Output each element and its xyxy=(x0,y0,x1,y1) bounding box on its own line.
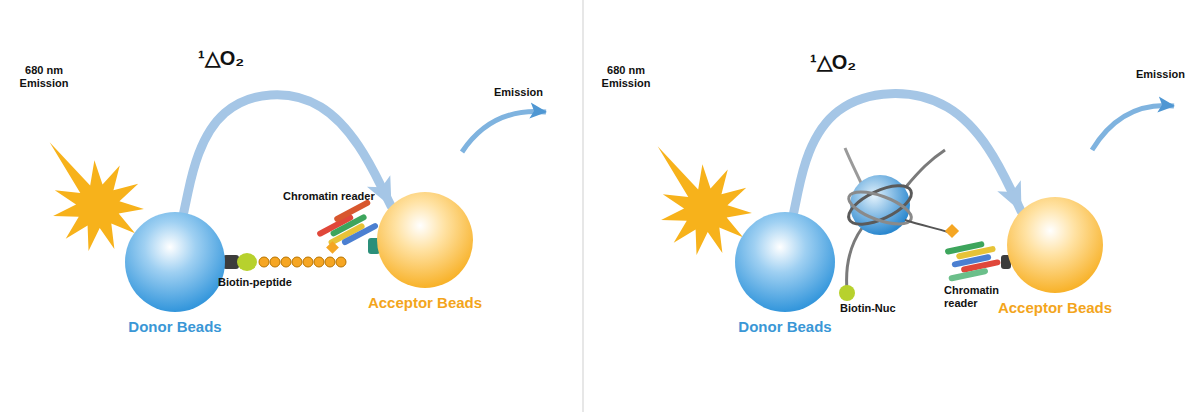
donor-bead: Donor Beads xyxy=(125,212,225,312)
singlet-oxygen-arrow xyxy=(794,94,1021,213)
emission-arrow xyxy=(1092,106,1174,150)
helix xyxy=(948,268,988,282)
dna-strand xyxy=(905,150,945,188)
peptide-residue xyxy=(336,257,346,267)
helix xyxy=(333,199,371,223)
bead-label: Donor Beads xyxy=(128,318,221,335)
dna-wrap xyxy=(845,185,915,230)
light-burst xyxy=(50,142,144,251)
bead-label: Acceptor Beads xyxy=(368,294,482,311)
peptide-residue xyxy=(314,257,324,267)
biotin xyxy=(839,285,855,301)
acceptor-bead: Acceptor Beads xyxy=(1007,197,1103,293)
edge-label: ¹△O₂ xyxy=(196,46,246,70)
light-burst xyxy=(658,146,752,255)
chromatin-reader xyxy=(943,238,1003,282)
dna-strand xyxy=(847,228,862,290)
annotation: Emission xyxy=(1136,68,1200,81)
histone-tail xyxy=(905,220,948,232)
emission-arrow xyxy=(462,112,546,153)
histone-mark xyxy=(326,241,339,254)
annotation: Chromatin reader xyxy=(944,284,1006,310)
dna-strand xyxy=(845,148,862,185)
peptide-residue xyxy=(303,257,313,267)
chromatin-reader xyxy=(314,199,383,255)
streptavidin-link xyxy=(223,255,239,269)
helix xyxy=(341,222,379,246)
annotation: 680 nm Emission xyxy=(8,64,80,90)
biotin xyxy=(237,253,257,271)
peptide-residue xyxy=(270,257,280,267)
annotation: Biotin-peptide xyxy=(218,276,318,289)
peptide-residue xyxy=(259,257,269,267)
panel-divider xyxy=(583,0,584,412)
acceptor-bead: Acceptor Beads xyxy=(377,192,473,288)
annotation: 680 nm Emission xyxy=(590,64,662,90)
annotation: Biotin-Nuc xyxy=(840,302,920,315)
dna-wrap xyxy=(843,178,916,232)
annotation: Emission xyxy=(494,86,564,99)
histone-mark xyxy=(945,224,959,238)
peptide-residue xyxy=(281,257,291,267)
annotation: Chromatin reader xyxy=(283,190,393,203)
peptide-residue xyxy=(292,257,302,267)
peptide-residue xyxy=(325,257,335,267)
edge-label: ¹△O₂ xyxy=(808,50,858,74)
bead-label: Donor Beads xyxy=(738,318,831,335)
bead-label: Acceptor Beads xyxy=(998,299,1112,316)
donor-bead: Donor Beads xyxy=(735,212,835,312)
